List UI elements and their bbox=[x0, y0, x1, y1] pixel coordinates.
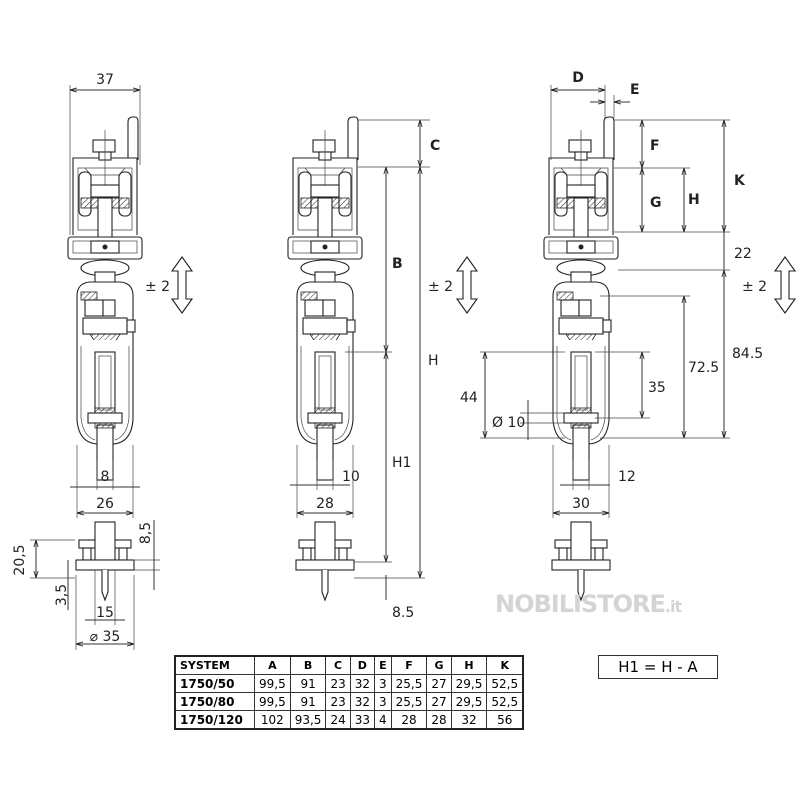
dim-C: C bbox=[430, 138, 440, 154]
table-cell: 32 bbox=[349, 674, 376, 693]
table-cell: 25,5 bbox=[390, 674, 428, 693]
dim-travel: ± 2 bbox=[742, 279, 767, 295]
table-cell: 4 bbox=[374, 710, 392, 730]
table-cell: 32 bbox=[450, 710, 488, 730]
watermark-logo: NOBILISTORE.it bbox=[495, 590, 683, 618]
dim-B: B bbox=[392, 256, 403, 272]
dim-44: 44 bbox=[460, 390, 478, 406]
table-cell: 33 bbox=[349, 710, 376, 730]
figure-3-detail-view: D E F G H K 22 ± 2 72.5 84.5 44 35 bbox=[460, 70, 796, 601]
dim-rod: 10 bbox=[342, 469, 360, 485]
dim-35: 35 bbox=[648, 380, 666, 396]
table-header-row: SYSTEM A B C D E F G H K bbox=[174, 655, 524, 675]
dim-foot-height: 20,5 bbox=[12, 544, 28, 575]
table-cell: 99,5 bbox=[254, 674, 291, 693]
dim-body-width: 26 bbox=[96, 496, 114, 512]
dim-G: G bbox=[650, 195, 662, 211]
table-cell: 28 bbox=[390, 710, 428, 730]
table-cell: 52,5 bbox=[486, 674, 524, 693]
table-cell: 29,5 bbox=[450, 692, 488, 711]
dim-H: H bbox=[688, 192, 700, 208]
table-cell: 56 bbox=[486, 710, 524, 730]
svg-text:NOBILISTORE.it: NOBILISTORE.it bbox=[495, 590, 682, 618]
dim-hole: Ø 10 bbox=[492, 415, 525, 431]
table-cell: 102 bbox=[254, 710, 291, 730]
travel-arrow-icon bbox=[171, 256, 193, 314]
table-cell: 27 bbox=[426, 692, 452, 711]
dim-pin: 3,5 bbox=[54, 584, 70, 606]
table-cell: 1750/120 bbox=[174, 710, 255, 730]
dim-H1: H1 bbox=[392, 455, 411, 471]
dim-rod: 12 bbox=[618, 469, 636, 485]
travel-arrow-icon bbox=[456, 256, 478, 314]
table-cell: 91 bbox=[289, 674, 327, 693]
dim-E: E bbox=[630, 82, 640, 98]
dim-bottom: 8.5 bbox=[392, 605, 414, 621]
table-cell: 24 bbox=[325, 710, 351, 730]
dim-H: H bbox=[428, 353, 439, 369]
table-cell: 3 bbox=[374, 692, 392, 711]
table-cell: 1750/80 bbox=[174, 692, 255, 711]
table-cell: 32 bbox=[349, 692, 376, 711]
table-cell: 23 bbox=[325, 692, 351, 711]
table-cell: 1750/50 bbox=[174, 674, 255, 693]
table-cell: 28 bbox=[426, 710, 452, 730]
dim-foot-offset: 8,5 bbox=[138, 522, 154, 544]
figure-1-side-view: 37 ± 2 8 26 20,5 3,5 8,5 15 ⌀ 35 bbox=[12, 72, 193, 650]
table-cell: 25,5 bbox=[390, 692, 428, 711]
dim-F: F bbox=[650, 138, 660, 154]
dim-body-width: 30 bbox=[572, 496, 590, 512]
dim-width: 37 bbox=[96, 72, 114, 88]
dim-D: D bbox=[572, 70, 584, 86]
table-cell: 99,5 bbox=[254, 692, 291, 711]
dim-rod: 8 bbox=[101, 469, 110, 485]
dim-gap: 22 bbox=[734, 246, 752, 262]
travel-arrow-icon bbox=[774, 256, 796, 314]
dim-stem: 15 bbox=[96, 605, 114, 621]
table-cell: 52,5 bbox=[486, 692, 524, 711]
figure-2-height-view: C B H H1 ± 2 10 28 8.5 bbox=[287, 116, 478, 621]
dim-travel: ± 2 bbox=[428, 279, 453, 295]
table-cell: 91 bbox=[289, 692, 327, 711]
dim-72-5: 72.5 bbox=[688, 360, 719, 376]
dim-travel: ± 2 bbox=[145, 279, 170, 295]
formula-box: H1 = H - A bbox=[598, 655, 718, 679]
table-cell: 29,5 bbox=[450, 674, 488, 693]
table-cell: 27 bbox=[426, 674, 452, 693]
dim-K: K bbox=[734, 173, 746, 189]
table-cell: 23 bbox=[325, 674, 351, 693]
table-cell: 93,5 bbox=[289, 710, 327, 730]
dim-84-5: 84.5 bbox=[732, 346, 763, 362]
dim-body-width: 28 bbox=[316, 496, 334, 512]
table-cell: 3 bbox=[374, 674, 392, 693]
dim-base-diameter: ⌀ 35 bbox=[90, 629, 121, 645]
